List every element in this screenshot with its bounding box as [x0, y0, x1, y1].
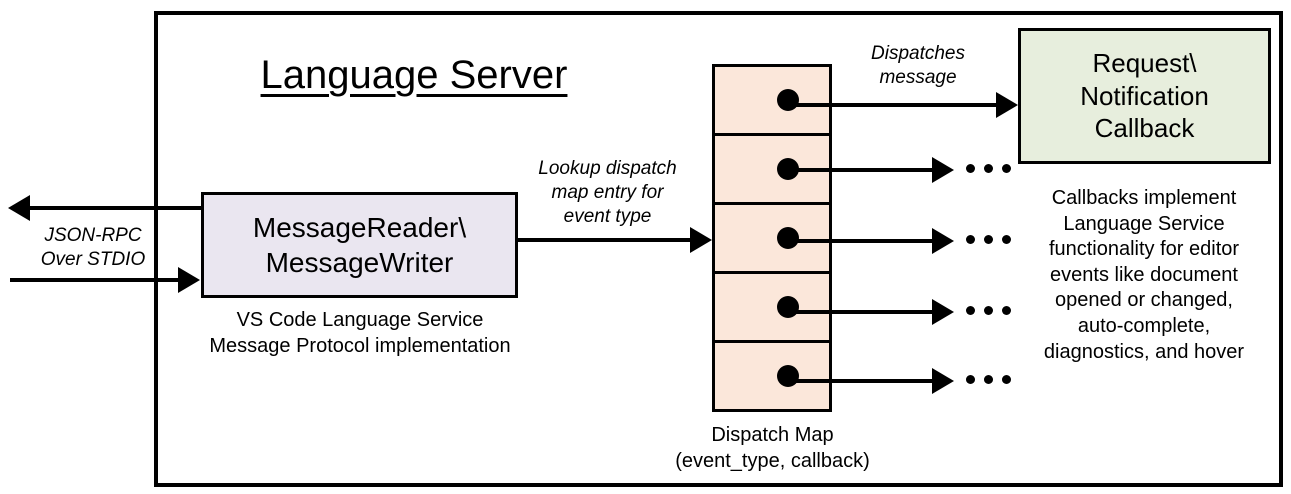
lookup-dispatch-label: Lookup dispatch map entry for event type	[538, 158, 677, 227]
dispatch-row-5-arrow-icon	[932, 368, 954, 394]
incoming-stdio-line	[10, 278, 185, 282]
lookup-dispatch-line	[518, 238, 693, 242]
callback-dot-icon	[777, 89, 799, 111]
dispatch-row-1-arrow-icon	[996, 92, 1018, 118]
message-reader-writer-caption: VS Code Language Service Message Protoco…	[209, 309, 511, 357]
callback-dot-icon	[777, 365, 799, 387]
outgoing-stdio-line	[30, 206, 210, 210]
dispatch-row-1-line	[780, 103, 1005, 107]
dispatch-map-caption: Dispatch Map (event_type, callback)	[675, 424, 870, 472]
stdio-protocol-label: JSON-RPC Over STDIO	[40, 225, 146, 270]
message-reader-writer-box[interactable]: MessageReader\ MessageWriter	[201, 192, 518, 298]
dispatch-row-2-ellipsis-icon	[966, 164, 1011, 173]
dispatch-row-3-line	[780, 239, 940, 243]
dispatch-row-3-ellipsis-icon	[966, 235, 1011, 244]
table-row[interactable]	[715, 205, 829, 274]
dispatch-row-2-arrow-icon	[932, 157, 954, 183]
dispatch-map-table[interactable]	[712, 64, 832, 412]
dispatch-row-3-arrow-icon	[932, 228, 954, 254]
callback-description: Callbacks implement Language Service fun…	[1043, 187, 1245, 363]
dispatch-row-5-ellipsis-icon	[966, 375, 1011, 384]
table-row[interactable]	[715, 343, 829, 409]
language-server-boundary	[154, 11, 1283, 487]
lookup-dispatch-arrow-icon	[690, 227, 712, 253]
callback-dot-icon	[777, 227, 799, 249]
request-notification-callback-box[interactable]: Request\ Notification Callback	[1018, 28, 1271, 164]
page-title: Language Server	[260, 53, 568, 97]
dispatches-message-label: Dispatches message	[871, 43, 965, 88]
dispatch-row-4-arrow-icon	[932, 299, 954, 325]
dispatch-row-4-line	[780, 310, 940, 314]
outgoing-stdio-arrow-icon	[8, 195, 30, 221]
dispatch-row-2-line	[780, 168, 940, 172]
table-row[interactable]	[715, 67, 829, 136]
callback-dot-icon	[777, 296, 799, 318]
incoming-stdio-arrow-icon	[178, 267, 200, 293]
table-row[interactable]	[715, 274, 829, 343]
dispatch-row-4-ellipsis-icon	[966, 306, 1011, 315]
dispatch-row-5-line	[780, 379, 940, 383]
